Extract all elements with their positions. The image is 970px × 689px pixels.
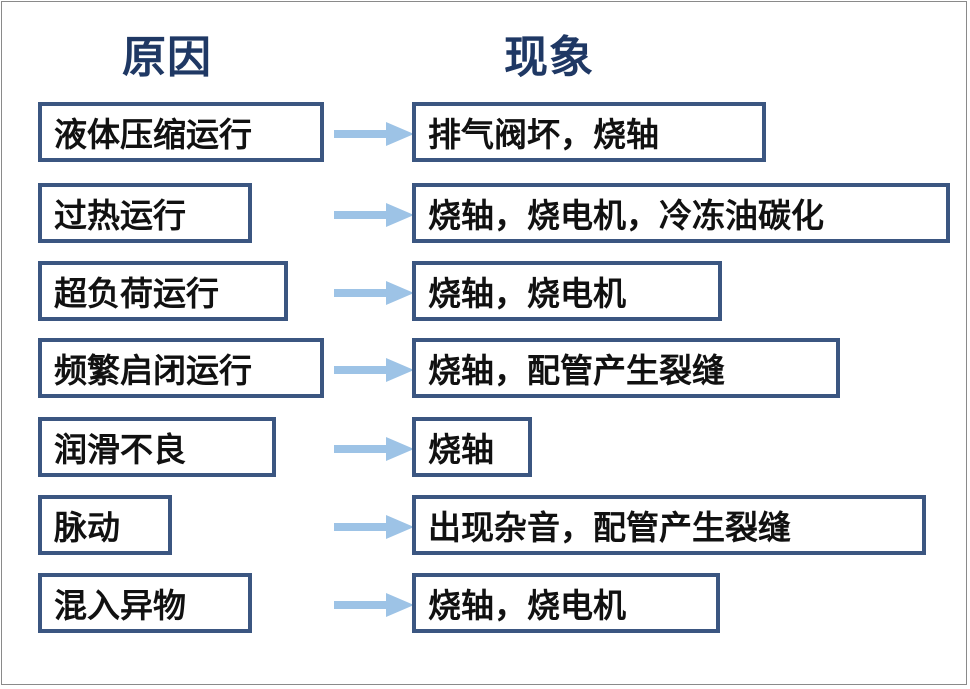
cause-box: 过热运行 xyxy=(38,183,252,243)
cause-box: 润滑不良 xyxy=(38,417,276,477)
effect-box: 烧轴，配管产生裂缝 xyxy=(412,338,840,398)
cause-box: 超负荷运行 xyxy=(38,261,288,321)
arrow-right-icon xyxy=(334,281,414,305)
diagram-row: 频繁启闭运行 烧轴，配管产生裂缝 xyxy=(2,338,968,404)
arrow-right-icon xyxy=(334,437,414,461)
cause-box: 液体压缩运行 xyxy=(38,102,324,162)
diagram-row: 液体压缩运行 排气阀坏，烧轴 xyxy=(2,102,968,168)
effect-box: 排气阀坏，烧轴 xyxy=(412,102,766,162)
diagram-row: 过热运行 烧轴，烧电机，冷冻油碳化 xyxy=(2,183,968,249)
effect-box: 烧轴 xyxy=(412,417,532,477)
arrow-right-icon xyxy=(334,122,414,146)
effect-box: 烧轴，烧电机 xyxy=(412,261,722,321)
cause-box: 频繁启闭运行 xyxy=(38,338,324,398)
diagram-row: 润滑不良 烧轴 xyxy=(2,417,968,483)
arrow-right-icon xyxy=(334,358,414,382)
effect-box: 烧轴，烧电机，冷冻油碳化 xyxy=(412,183,950,243)
diagram-row: 脉动 出现杂音，配管产生裂缝 xyxy=(2,495,968,561)
phenomenon-heading: 现象 xyxy=(504,32,594,83)
effect-box: 出现杂音，配管产生裂缝 xyxy=(412,495,926,555)
effect-box: 烧轴，烧电机 xyxy=(412,573,720,633)
diagram-row: 混入异物 烧轴，烧电机 xyxy=(2,573,968,639)
diagram-row: 超负荷运行 烧轴，烧电机 xyxy=(2,261,968,327)
arrow-right-icon xyxy=(334,593,414,617)
arrow-right-icon xyxy=(334,515,414,539)
cause-heading: 原因 xyxy=(122,32,212,83)
cause-box: 混入异物 xyxy=(38,573,252,633)
cause-box: 脉动 xyxy=(38,495,172,555)
arrow-right-icon xyxy=(334,203,414,227)
